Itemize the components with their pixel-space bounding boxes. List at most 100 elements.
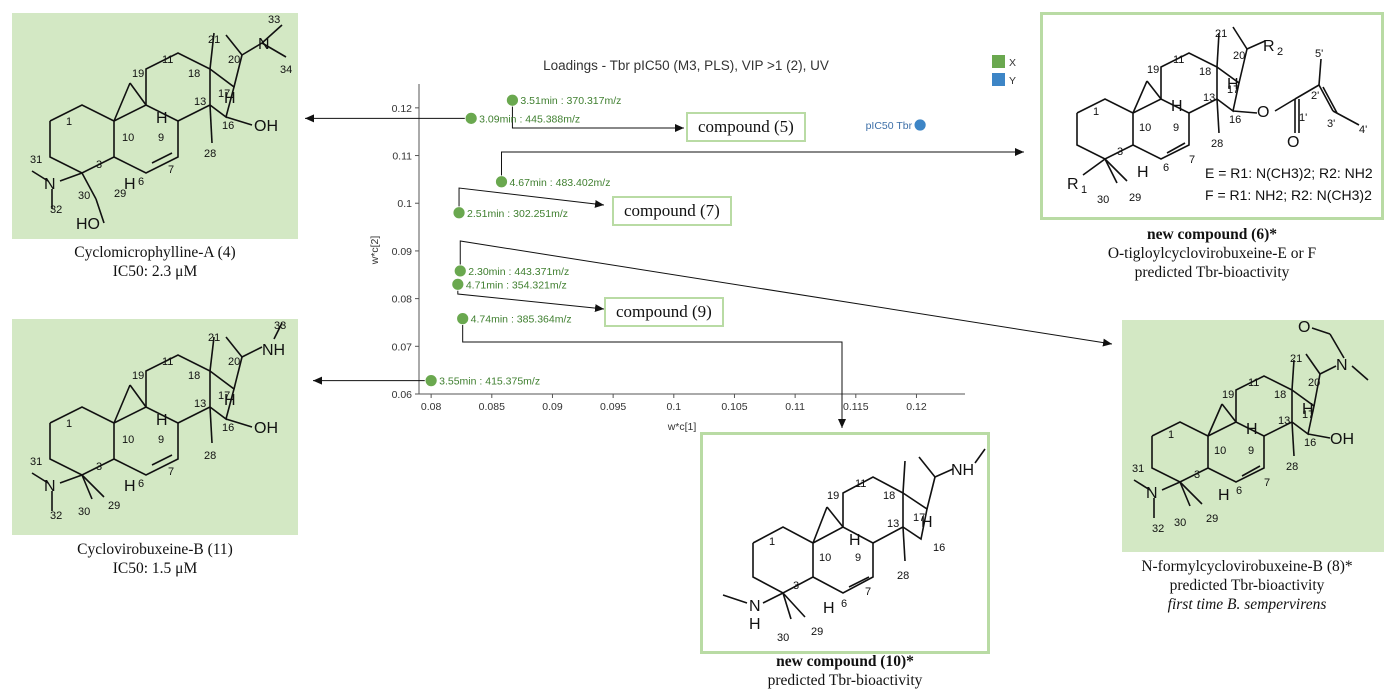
compound-note-2: first time B. sempervirens — [1167, 596, 1327, 613]
compound-name: O-tigloylcyclovirobuxeine-E or F — [1107, 245, 1317, 262]
connector-to-compound-5 — [511, 100, 684, 132]
svg-text:4': 4' — [1359, 124, 1367, 136]
svg-text:6: 6 — [1163, 162, 1169, 174]
connector-to-compound-7 — [458, 187, 605, 213]
legend-label-y: Y — [1009, 75, 1016, 87]
svg-text:30: 30 — [78, 190, 90, 202]
point-label: 4.71min : 354.321m/z — [466, 279, 567, 291]
svg-text:H: H — [156, 412, 168, 429]
y-tick-label: 0.09 — [392, 246, 413, 258]
svg-text:7: 7 — [168, 466, 174, 478]
legend-swatch-y — [992, 73, 1005, 86]
svg-text:H: H — [1137, 164, 1149, 181]
svg-text:7: 7 — [1189, 154, 1195, 166]
svg-text:3: 3 — [1194, 469, 1200, 481]
data-point — [456, 312, 470, 326]
caption-new-compound-10: new compound (10)* predicted Tbr-bioacti… — [680, 652, 1010, 690]
svg-text:O: O — [1287, 134, 1299, 151]
svg-text:1: 1 — [769, 536, 775, 548]
point-label: 3.09min : 445.388m/z — [479, 113, 580, 125]
svg-text:32: 32 — [50, 510, 62, 522]
svg-text:6: 6 — [138, 176, 144, 188]
svg-text:5': 5' — [1315, 48, 1323, 60]
compound-name: Cyclovirobuxeine-B (11) — [77, 541, 233, 558]
svg-text:17: 17 — [1227, 84, 1239, 96]
svg-text:20: 20 — [1308, 377, 1320, 389]
legend-swatch-x — [992, 55, 1005, 68]
svg-text:11: 11 — [855, 478, 866, 490]
svg-text:R: R — [1067, 176, 1079, 193]
caption-cyclomicrophylline-a: Cyclomicrophylline-A (4) IC50: 2.3 μM — [2, 243, 308, 281]
svg-text:H: H — [124, 478, 136, 495]
x-tick-label: 0.1 — [666, 401, 681, 413]
svg-text:7: 7 — [1264, 477, 1270, 489]
svg-text:H: H — [1227, 76, 1239, 93]
svg-text:33: 33 — [268, 14, 280, 26]
y-tick-label: 0.08 — [392, 294, 413, 306]
compound-title: new compound (6)* — [1146, 226, 1278, 243]
caption-n-formylcyclovirobuxeine-b: N-formylcyclovirobuxeine-B (8)* predicte… — [1100, 557, 1394, 614]
svg-text:N: N — [1336, 357, 1348, 374]
svg-text:R: R — [1263, 38, 1275, 55]
svg-text:18: 18 — [883, 490, 895, 502]
callout-compound-5: compound (5) — [686, 112, 806, 142]
svg-text:29: 29 — [108, 500, 120, 512]
chart-connectors — [305, 100, 1113, 428]
svg-text:1: 1 — [66, 418, 72, 430]
svg-text:N: N — [44, 478, 56, 495]
svg-text:H: H — [224, 392, 236, 409]
svg-text:H: H — [823, 600, 835, 617]
svg-text:2': 2' — [1311, 90, 1319, 102]
x-tick-label: 0.105 — [721, 401, 747, 413]
svg-text:9: 9 — [158, 434, 164, 446]
compound-note: predicted Tbr-bioactivity — [1134, 264, 1290, 281]
data-point — [464, 111, 478, 125]
svg-text:1: 1 — [1081, 184, 1087, 196]
y-axis-label: w*c[2] — [369, 236, 381, 266]
svg-text:33: 33 — [274, 320, 286, 332]
svg-text:21: 21 — [208, 34, 220, 46]
svg-text:N: N — [44, 176, 56, 193]
compound-title: new compound (10)* — [776, 653, 914, 670]
point-label: 4.67min : 483.402m/z — [510, 177, 611, 189]
svg-text:10: 10 — [1139, 122, 1151, 134]
svg-text:30: 30 — [1097, 194, 1109, 206]
svg-text:9: 9 — [1248, 445, 1254, 457]
svg-text:H: H — [156, 110, 168, 127]
svg-text:13: 13 — [1278, 415, 1290, 427]
data-point — [452, 206, 466, 220]
compound-ic50: IC50: 2.3 μM — [112, 263, 198, 280]
point-label: pIC50 Tbr — [866, 120, 913, 132]
chart-legend: X Y — [992, 55, 1016, 87]
x-tick-label: 0.09 — [542, 401, 563, 413]
svg-text:13: 13 — [887, 518, 899, 530]
y-tick-label: 0.06 — [392, 389, 413, 401]
svg-text:9: 9 — [855, 552, 861, 564]
svg-text:17: 17 — [1302, 409, 1314, 421]
svg-text:18: 18 — [188, 370, 200, 382]
svg-text:30: 30 — [78, 506, 90, 518]
substituent-definition-f: F = R1: NH2; R2: N(CH3)2 — [1205, 187, 1372, 203]
svg-text:OH: OH — [1330, 431, 1354, 448]
svg-text:20: 20 — [1233, 50, 1245, 62]
svg-text:31: 31 — [30, 456, 42, 468]
svg-text:28: 28 — [204, 148, 216, 160]
connector-to-n-formylcyclovirobuxeine-b — [459, 240, 1113, 347]
svg-text:13: 13 — [194, 398, 206, 410]
x-tick-label: 0.08 — [421, 401, 442, 413]
svg-text:O: O — [1298, 320, 1310, 336]
svg-text:1: 1 — [1168, 429, 1174, 441]
svg-text:11: 11 — [162, 54, 173, 66]
svg-text:6: 6 — [841, 598, 847, 610]
y-tick-label: 0.12 — [392, 103, 413, 115]
svg-text:7: 7 — [865, 586, 871, 598]
svg-text:10: 10 — [122, 434, 134, 446]
